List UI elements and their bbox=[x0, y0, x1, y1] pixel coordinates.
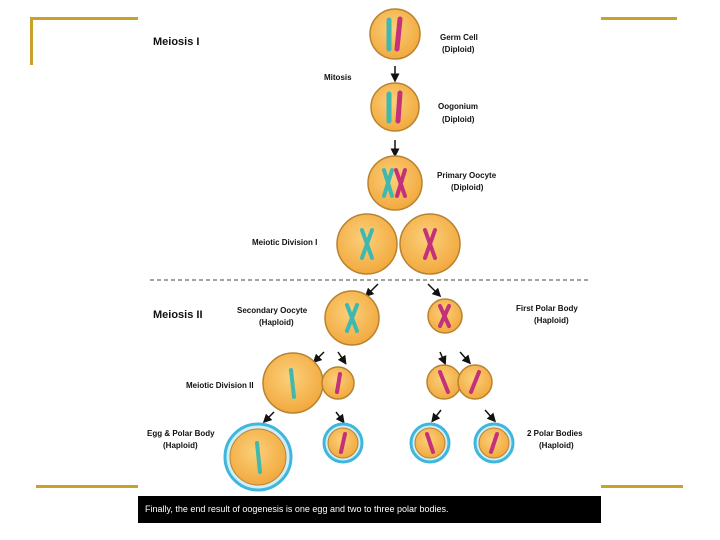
arrow-to-oocyte-polar-body bbox=[335, 411, 345, 424]
arrow-div2-right-1 bbox=[438, 351, 447, 366]
oogonium-label: Oogonium bbox=[438, 102, 478, 111]
egg-polar-body-label: Egg & Polar Body bbox=[147, 429, 215, 438]
meiotic-division-2-oocyte-pair bbox=[262, 352, 355, 414]
meiosis-1-heading: Meiosis I bbox=[153, 36, 199, 48]
meiotic-division-2-polar-pair bbox=[426, 364, 493, 400]
caption-text: Finally, the end result of oogenesis is … bbox=[145, 504, 449, 514]
meiosis-2-heading: Meiosis II bbox=[153, 309, 203, 321]
arrow-div2-left-2 bbox=[337, 351, 347, 365]
two-polar-bodies-ploidy: (Haploid) bbox=[539, 441, 574, 450]
secondary-oocyte-ploidy: (Haploid) bbox=[259, 318, 294, 327]
primary-oocyte-cell bbox=[367, 155, 423, 211]
arrow-div2-left-1 bbox=[312, 351, 325, 364]
germ-cell-ploidy: (Diploid) bbox=[442, 45, 475, 54]
arrow-to-first-polar-body bbox=[427, 283, 442, 298]
primary-oocyte-label: Primary Oocyte bbox=[437, 171, 497, 180]
two-polar-bodies-label: 2 Polar Bodies bbox=[527, 429, 583, 438]
oogenesis-figure: Meiosis I Meiosis II Germ Cell (Diploid)… bbox=[138, 0, 601, 523]
first-polar-body-cell bbox=[427, 298, 463, 334]
left-accent-bar bbox=[30, 17, 33, 65]
arrow-to-polar-body-1 bbox=[431, 409, 442, 423]
egg-polar-body-cell bbox=[322, 422, 364, 464]
germ-cell-label: Germ Cell bbox=[440, 33, 478, 42]
arrow-to-secondary-oocyte bbox=[364, 283, 379, 298]
secondary-oocyte-cell bbox=[324, 290, 380, 346]
egg-polar-body-ploidy: (Haploid) bbox=[163, 441, 198, 450]
meiotic-division-2-label: Meiotic Division II bbox=[186, 381, 254, 390]
oogonium-cell bbox=[370, 82, 420, 132]
caption-bar: Finally, the end result of oogenesis is … bbox=[138, 496, 601, 523]
bottom-left-accent-line bbox=[36, 485, 138, 488]
arrow-to-polar-body-2 bbox=[484, 409, 496, 423]
polar-body-cell-1 bbox=[409, 422, 451, 464]
top-right-accent-line bbox=[601, 17, 677, 20]
first-polar-body-label: First Polar Body bbox=[516, 304, 578, 313]
germ-cell bbox=[369, 8, 421, 60]
mitosis-label: Mitosis bbox=[324, 73, 352, 82]
arrow-to-egg bbox=[262, 411, 275, 424]
secondary-oocyte-label: Secondary Oocyte bbox=[237, 306, 308, 315]
top-left-accent-line bbox=[30, 17, 138, 20]
egg-cell bbox=[223, 422, 293, 492]
meiotic-division-1-label: Meiotic Division I bbox=[252, 238, 317, 247]
primary-oocyte-ploidy: (Diploid) bbox=[451, 183, 484, 192]
polar-body-cell-2 bbox=[473, 422, 515, 464]
oogenesis-diagram: Meiosis I Meiosis II Germ Cell (Diploid)… bbox=[147, 8, 590, 492]
arrow-div2-right-2 bbox=[459, 351, 471, 365]
oogonium-ploidy: (Diploid) bbox=[442, 115, 475, 124]
meiotic-division-1-cells bbox=[336, 213, 461, 275]
first-polar-body-ploidy: (Haploid) bbox=[534, 316, 569, 325]
bottom-right-accent-line bbox=[601, 485, 683, 488]
